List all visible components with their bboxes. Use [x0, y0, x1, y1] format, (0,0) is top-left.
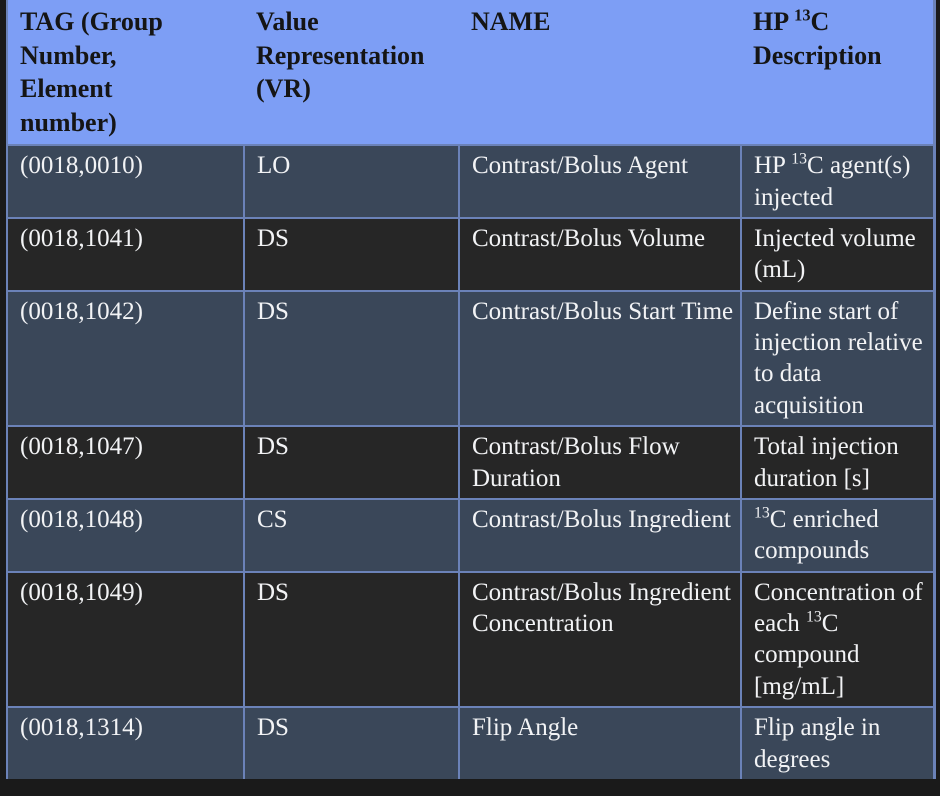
- cell-tag: (0018,1042): [7, 289, 245, 427]
- column-header-description: HP 13C Description: [741, 0, 934, 146]
- cell-name: Contrast/Bolus Volume: [459, 216, 742, 291]
- cell-description: Define start of injection relative to da…: [741, 289, 934, 427]
- column-header-vr: Value Representation (VR): [244, 0, 459, 146]
- cell-vr: DS: [244, 216, 460, 291]
- column-header-tag-line-1: TAG (Group: [20, 7, 163, 36]
- cell-tag: (0018,0010): [7, 144, 245, 218]
- column-header-description-suffix: C: [810, 7, 830, 36]
- description-superscript: 13: [754, 504, 770, 522]
- description-superscript: 13: [806, 608, 822, 626]
- description-suffix: Total injection duration [s]: [754, 433, 899, 492]
- cell-name: Flip Angle: [459, 706, 742, 779]
- description-suffix: Define start of injection relative to da…: [754, 297, 923, 419]
- column-header-tag-line-2: Number,: [20, 40, 117, 70]
- column-header-tag-line-4: number): [20, 107, 117, 137]
- description-suffix: C compound [mg/mL]: [754, 610, 860, 700]
- cell-description: Injected volume (mL): [741, 216, 934, 291]
- cell-vr: LO: [244, 144, 460, 218]
- cell-vr: DS: [244, 570, 460, 708]
- cell-description: Flip angle in degrees: [741, 706, 934, 779]
- column-header-description-prefix: HP: [753, 7, 795, 36]
- table-header: TAG (Group Number, Element number) Value…: [7, 0, 934, 146]
- cell-vr: DS: [244, 289, 460, 427]
- cell-tag: (0018,1047): [7, 425, 245, 499]
- description-superscript: 13: [791, 150, 808, 168]
- cell-tag: (0018,1049): [7, 570, 245, 708]
- description-suffix: Injected volume (mL): [754, 224, 916, 284]
- cell-description: Total injection duration [s]: [741, 425, 934, 499]
- description-prefix: Concentration of each: [754, 578, 923, 637]
- cell-name: Contrast/Bolus Ingredient Concentration: [459, 570, 742, 708]
- column-header-description-superscript: 13: [794, 5, 811, 25]
- column-header-description-line-2: Description: [753, 40, 882, 70]
- cell-vr: DS: [244, 425, 460, 499]
- column-header-name-label: NAME: [471, 7, 551, 36]
- description-suffix: Flip angle in degrees: [754, 714, 881, 773]
- cell-tag: (0018,1041): [7, 216, 245, 291]
- column-header-vr-line-2: Representation: [256, 40, 425, 70]
- table-header-row: TAG (Group Number, Element number) Value…: [7, 0, 934, 146]
- cell-name: Contrast/Bolus Ingredient: [459, 497, 742, 572]
- description-prefix: HP: [754, 152, 792, 180]
- column-header-vr-line-1: Value: [256, 7, 319, 36]
- cell-tag: (0018,1048): [7, 497, 245, 572]
- cell-name: Contrast/Bolus Start Time: [459, 289, 742, 427]
- dicom-tag-table-container: TAG (Group Number, Element number) Value…: [6, 0, 936, 779]
- cell-name: Contrast/Bolus Agent: [459, 144, 742, 218]
- cell-description: Concentration of each 13C compound [mg/m…: [741, 570, 934, 708]
- column-header-tag: TAG (Group Number, Element number): [7, 0, 244, 146]
- dicom-tag-table: TAG (Group Number, Element number) Value…: [6, 0, 936, 779]
- description-suffix: C agent(s) injected: [754, 152, 911, 211]
- cell-description: 13C enriched compounds: [741, 497, 934, 572]
- description-suffix: C enriched compounds: [754, 505, 879, 565]
- cell-tag: (0018,1314): [7, 706, 245, 779]
- cell-vr: CS: [244, 497, 460, 572]
- cell-description: HP 13C agent(s) injected: [741, 144, 934, 218]
- cell-vr: DS: [244, 706, 460, 779]
- column-header-vr-line-3: (VR): [256, 74, 311, 104]
- column-header-name: NAME: [459, 0, 741, 146]
- cell-name: Contrast/Bolus Flow Duration: [459, 425, 742, 499]
- column-header-tag-line-3: Element: [20, 74, 113, 104]
